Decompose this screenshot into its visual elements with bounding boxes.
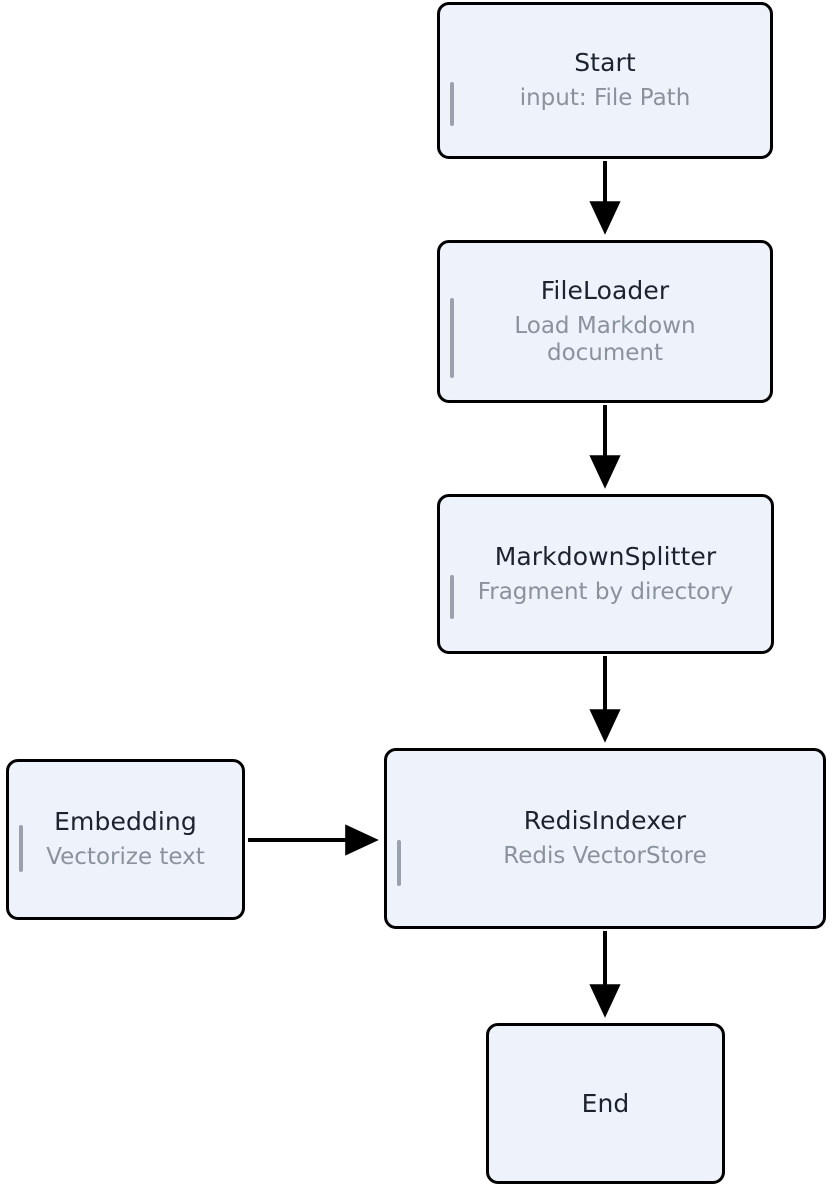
node-redis-accent-bar [397, 840, 401, 886]
node-embedding-title: Embedding [54, 807, 197, 837]
node-start-title: Start [574, 48, 636, 78]
node-end[interactable]: End [486, 1023, 725, 1184]
node-embedding[interactable]: Embedding Vectorize text [6, 759, 245, 920]
node-splitter-title: MarkdownSplitter [494, 541, 717, 571]
node-redis[interactable]: RedisIndexer Redis VectorStore [384, 748, 826, 929]
node-fileloader[interactable]: FileLoader Load Markdown document [437, 240, 773, 403]
node-fileloader-title: FileLoader [540, 275, 670, 305]
node-fileloader-accent-bar [450, 298, 454, 378]
node-end-title: End [581, 1089, 630, 1118]
node-redis-title: RedisIndexer [523, 806, 687, 836]
node-fileloader-subtitle: Load Markdown document [514, 312, 696, 366]
node-start-accent-bar [450, 82, 454, 126]
node-splitter-subtitle: Fragment by directory [477, 578, 734, 605]
node-embedding-subtitle: Vectorize text [46, 844, 205, 871]
node-start[interactable]: Start input: File Path [437, 2, 773, 159]
node-embedding-accent-bar [19, 825, 23, 872]
node-redis-subtitle: Redis VectorStore [503, 843, 707, 870]
node-splitter[interactable]: MarkdownSplitter Fragment by directory [437, 494, 774, 654]
node-start-subtitle: input: File Path [519, 85, 691, 112]
node-splitter-accent-bar [450, 575, 454, 619]
